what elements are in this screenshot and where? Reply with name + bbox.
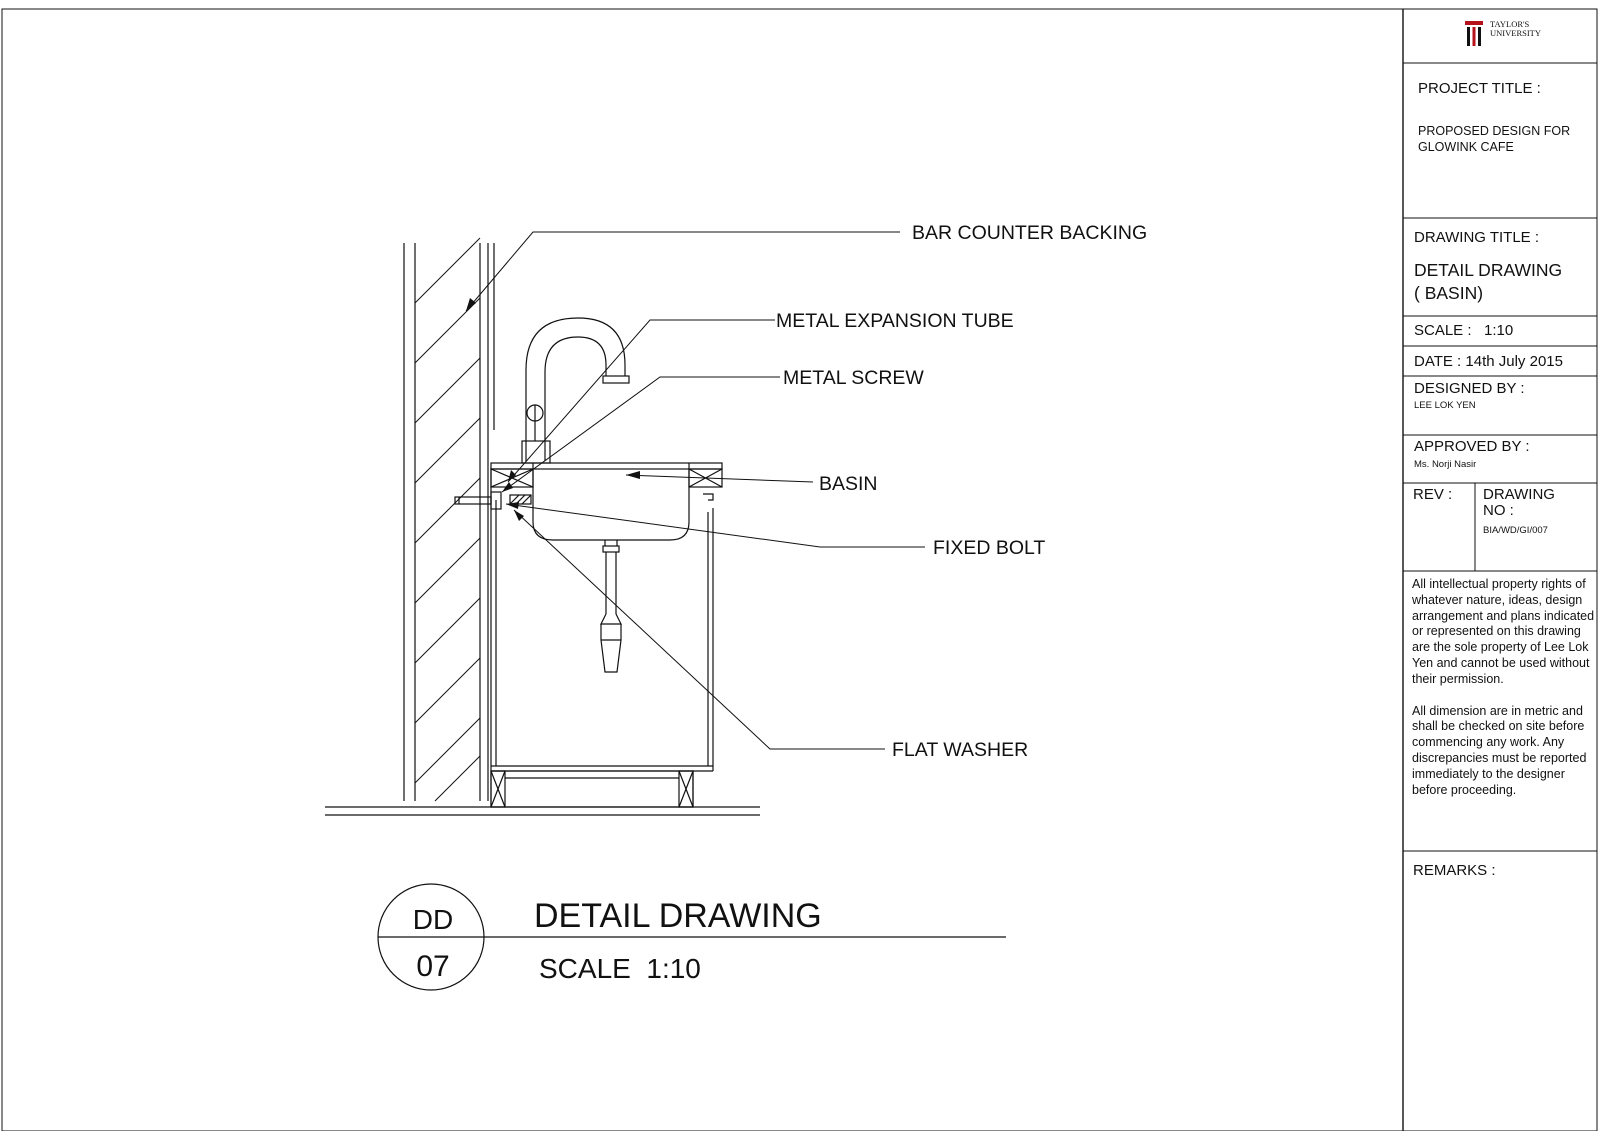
title-block-notes: All intellectual property rights of what… xyxy=(1412,577,1600,814)
caption-title: DETAIL DRAWING xyxy=(534,897,822,935)
sheet-frame xyxy=(1,8,1598,1131)
caption-scale: SCALE 1:10 xyxy=(539,953,701,984)
leader-lines xyxy=(465,231,925,750)
drawing-no-label-line2: NO : xyxy=(1483,502,1514,519)
remarks-label: REMARKS : xyxy=(1413,862,1496,879)
project-title-line2: GLOWINK CAFE xyxy=(1418,140,1514,154)
cabinet-plinth xyxy=(490,770,694,808)
fixed-bolt xyxy=(454,491,532,510)
label-fixed-bolt: FIXED BOLT xyxy=(933,537,1045,559)
note-dimensions: All dimension are in metric and shall be… xyxy=(1412,703,1587,797)
faucet xyxy=(521,317,630,464)
drawing-title-label: DRAWING TITLE : xyxy=(1414,229,1540,246)
logo-wordmark: TAYLOR'S UNIVERSITY xyxy=(1490,20,1541,38)
basin-detail-drawing xyxy=(325,231,1006,991)
project-title-label: PROJECT TITLE : xyxy=(1418,80,1541,97)
leader-arrowheads xyxy=(466,298,640,521)
drawing-no-value: BIA/WD/GI/007 xyxy=(1483,525,1548,536)
approved-by-label: APPROVED BY : xyxy=(1414,438,1530,455)
basin-bowl xyxy=(532,463,690,541)
callout-labels: BAR COUNTER BACKING METAL EXPANSION TUBE… xyxy=(776,222,1147,761)
drawing-title-line1: DETAIL DRAWING xyxy=(1414,260,1563,280)
scale-value: SCALE : 1:10 xyxy=(1414,322,1514,339)
bubble-bottom-text: 07 xyxy=(416,950,449,983)
note-intellectual-property: All intellectual property rights of what… xyxy=(1412,577,1595,686)
waste-pipe xyxy=(600,540,622,673)
label-metal-expansion-tube: METAL EXPANSION TUBE xyxy=(776,310,1014,332)
drawing-no-label-line1: DRAWING xyxy=(1483,486,1555,503)
project-title-line1: PROPOSED DESIGN FOR xyxy=(1418,124,1571,138)
label-metal-screw: METAL SCREW xyxy=(783,367,924,389)
designed-by-value: LEE LOK YEN xyxy=(1414,400,1476,411)
detail-caption: DD 07 DETAIL DRAWING SCALE 1:10 xyxy=(413,897,822,984)
designed-by-label: DESIGNED BY : xyxy=(1414,380,1525,397)
taylors-crest-icon xyxy=(1465,21,1483,46)
rev-label: REV : xyxy=(1413,486,1453,503)
logo-name-line1: TAYLOR'S xyxy=(1490,19,1530,29)
university-logo: TAYLOR'S UNIVERSITY xyxy=(1464,18,1560,52)
approved-by-value: Ms. Norji Nasir xyxy=(1414,459,1477,470)
logo-name-line2: UNIVERSITY xyxy=(1490,28,1541,38)
label-flat-washer: FLAT WASHER xyxy=(892,739,1028,761)
wall-section xyxy=(403,237,495,802)
label-basin: BASIN xyxy=(819,473,878,495)
detail-bubble xyxy=(377,883,1006,991)
vanity-cabinet xyxy=(490,468,714,772)
bubble-top-text: DD xyxy=(413,904,453,935)
wall-hatching xyxy=(414,237,481,802)
floor-line xyxy=(325,806,760,816)
label-bar-counter-backing: BAR COUNTER BACKING xyxy=(912,222,1147,244)
drawing-title-line2: ( BASIN) xyxy=(1414,283,1484,303)
date-value: DATE : 14th July 2015 xyxy=(1414,353,1563,370)
